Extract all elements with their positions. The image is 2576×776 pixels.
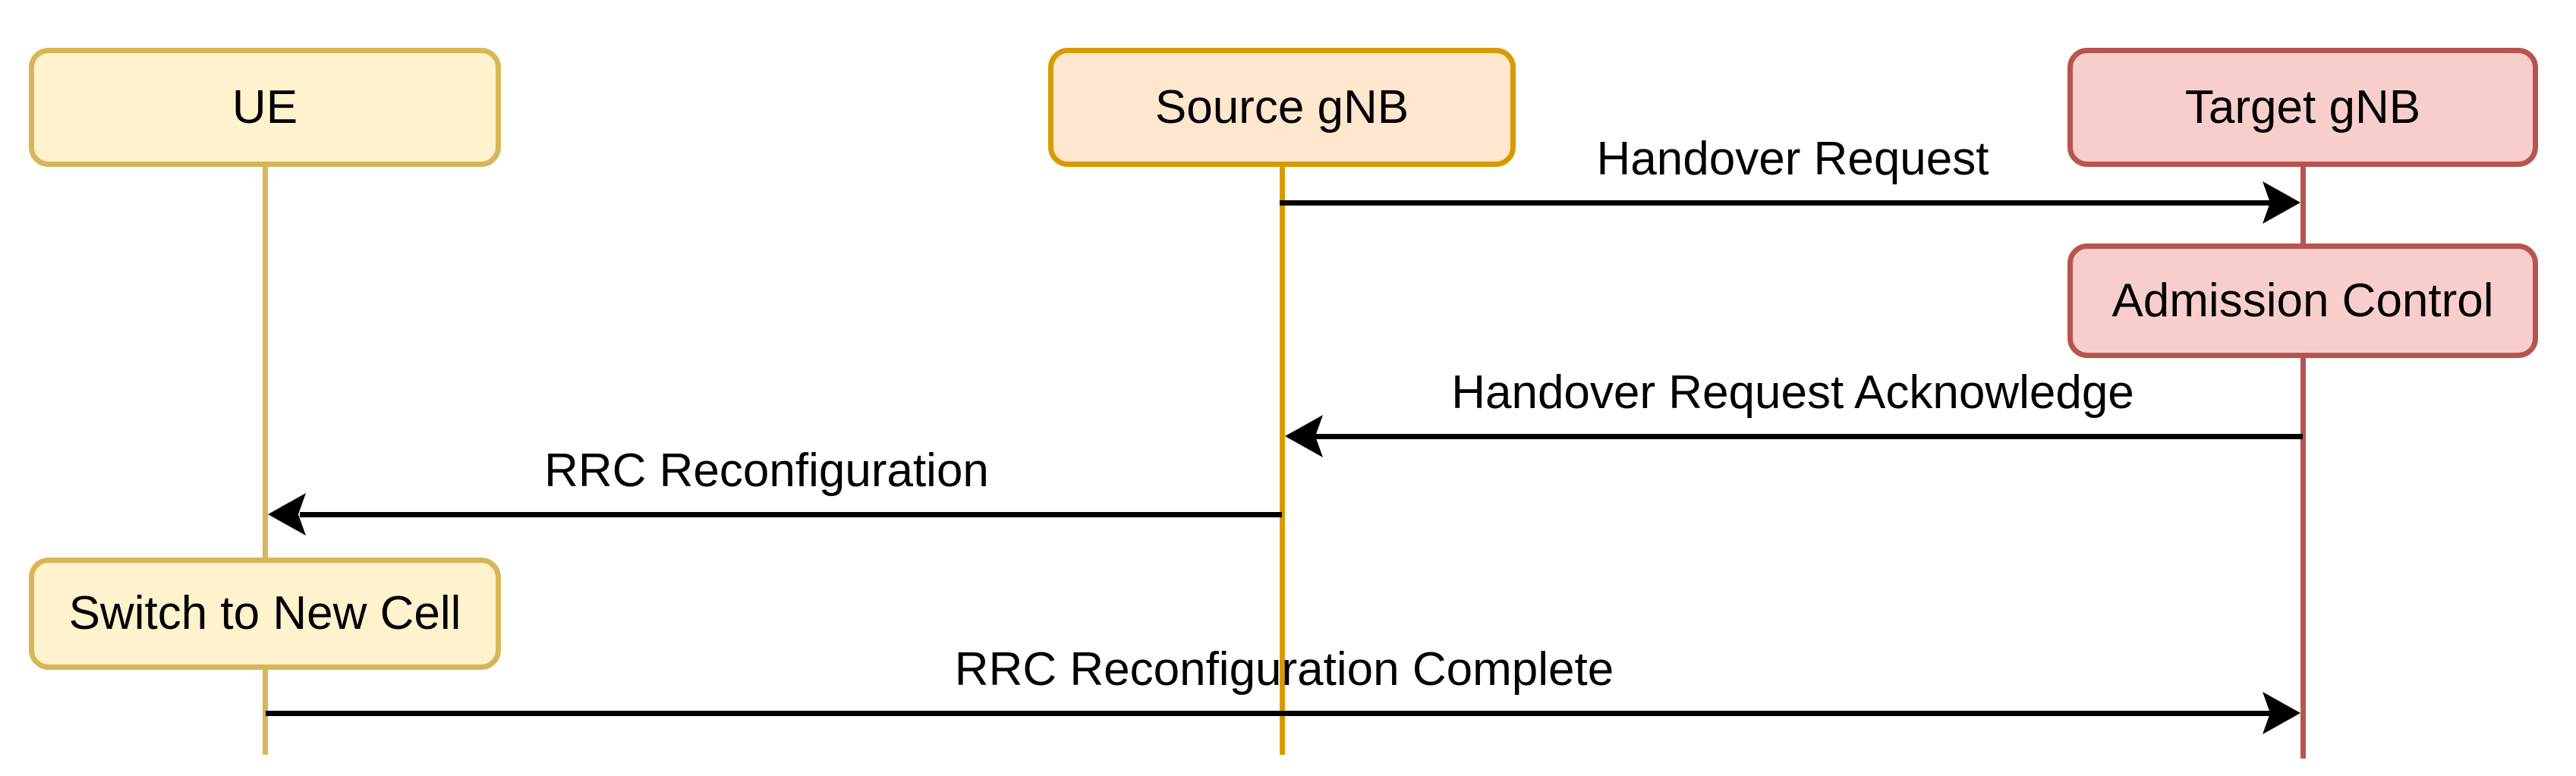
actor-box-target-gnb: Target gNB: [2067, 48, 2538, 167]
process-box-switch-to-new-cell: Switch to New Cell: [29, 558, 501, 670]
admission-control-label: Admission Control: [2112, 274, 2494, 327]
actor-box-ue: UE: [29, 48, 501, 167]
process-box-admission-control: Admission Control: [2067, 243, 2538, 358]
actor-target-gnb-label: Target gNB: [2184, 80, 2421, 134]
actor-source-gnb-label: Source gNB: [1154, 80, 1409, 134]
message-line-handover-request: [1280, 200, 2270, 206]
target-gnb-lifeline: [2300, 167, 2306, 243]
actor-box-source-gnb: Source gNB: [1048, 48, 1516, 167]
message-line-rrc-reconfiguration: [300, 512, 1282, 517]
message-label-rrc-reconfiguration-complete: RRC Reconfiguration Complete: [954, 643, 1614, 696]
ue-lifeline: [263, 670, 268, 755]
target-gnb-lifeline: [2300, 358, 2306, 759]
arrowhead-left-icon: [268, 493, 306, 536]
actor-ue-label: UE: [231, 80, 298, 134]
message-label-rrc-reconfiguration: RRC Reconfiguration: [544, 445, 989, 497]
source-gnb-lifeline: [1280, 167, 1285, 755]
arrowhead-right-icon: [2263, 181, 2300, 224]
message-line-handover-request-acknowledge: [1315, 434, 2303, 439]
arrowhead-right-icon: [2263, 692, 2300, 734]
message-label-handover-request: Handover Request: [1596, 133, 1989, 185]
arrowhead-left-icon: [1285, 415, 1323, 457]
switch-to-new-cell-label: Switch to New Cell: [68, 587, 461, 639]
ue-lifeline: [263, 167, 268, 558]
message-line-rrc-reconfiguration-complete: [266, 711, 2270, 716]
message-label-handover-request-acknowledge: Handover Request Acknowledge: [1451, 366, 2134, 419]
